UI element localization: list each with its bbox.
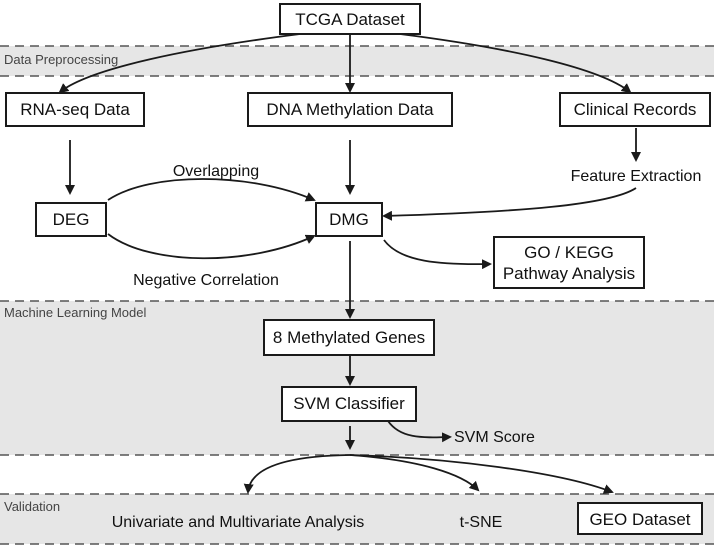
node-geo-dataset: GEO Dataset bbox=[577, 502, 703, 535]
dmg-label: DMG bbox=[329, 210, 369, 229]
node-rnaseq-data: RNA-seq Data bbox=[5, 92, 145, 127]
go-kegg-label-line1: GO / KEGG bbox=[524, 243, 614, 262]
node-dna-methylation-data: DNA Methylation Data bbox=[247, 92, 453, 127]
node-svm-classifier: SVM Classifier bbox=[281, 386, 417, 422]
edge-tcga-to-clinical bbox=[399, 33, 632, 94]
preprocessing-section-label: Data Preprocessing bbox=[4, 52, 118, 67]
deg-label: DEG bbox=[53, 210, 90, 229]
node-clinical-records: Clinical Records bbox=[559, 92, 711, 127]
edges bbox=[58, 33, 641, 494]
edge-svm-to-svm-score bbox=[387, 420, 452, 443]
node-go-kegg-pathway-analysis: GO / KEGG Pathway Analysis bbox=[493, 236, 645, 289]
deg-box bbox=[35, 202, 107, 237]
methylated-genes-label: 8 Methylated Genes bbox=[273, 328, 425, 347]
dna-methylation-data-box bbox=[247, 92, 453, 127]
edge-validation-to-tsne bbox=[349, 454, 480, 492]
rnaseq-data-box bbox=[5, 92, 145, 127]
rnaseq-data-label: RNA-seq Data bbox=[20, 100, 130, 119]
methylated-genes-box bbox=[263, 319, 435, 356]
geo-dataset-box bbox=[577, 502, 703, 535]
edge-validation-to-univariate bbox=[243, 454, 351, 494]
edge-dmg-to-go-kegg bbox=[383, 239, 492, 270]
tcga-dataset-box bbox=[279, 3, 421, 35]
validation-section-label: Validation bbox=[4, 499, 60, 514]
geo-dataset-label: GEO Dataset bbox=[589, 510, 690, 529]
edge-validation-to-geo bbox=[349, 454, 614, 494]
svm-classifier-label: SVM Classifier bbox=[293, 394, 405, 413]
clinical-records-box bbox=[559, 92, 711, 127]
edge-deg-to-dmg-overlapping bbox=[107, 178, 316, 202]
univariate-multivariate-analysis-label: Univariate and Multivariate Analysis bbox=[112, 514, 365, 531]
section-data-preprocessing: Data Preprocessing bbox=[0, 45, 714, 77]
clinical-records-label: Clinical Records bbox=[574, 100, 697, 119]
negative-correlation-edge-label: Negative Correlation bbox=[133, 272, 279, 289]
node-deg: DEG bbox=[35, 202, 107, 237]
node-dmg: DMG bbox=[315, 202, 383, 237]
svm-classifier-box bbox=[281, 386, 417, 422]
edge-deg-to-dmg-negative-correlation bbox=[107, 233, 316, 260]
edge-feature-extraction-to-dmg bbox=[382, 187, 637, 221]
tcga-dataset-label: TCGA Dataset bbox=[295, 10, 405, 29]
dmg-box bbox=[315, 202, 383, 237]
go-kegg-label-line2: Pathway Analysis bbox=[503, 264, 635, 283]
feature-extraction-label: Feature Extraction bbox=[571, 168, 702, 185]
node-tcga-dataset: TCGA Dataset bbox=[279, 3, 421, 35]
dna-methylation-data-label: DNA Methylation Data bbox=[266, 100, 434, 119]
overlapping-edge-label: Overlapping bbox=[173, 163, 259, 180]
tsne-label: t-SNE bbox=[460, 514, 503, 531]
node-8-methylated-genes: 8 Methylated Genes bbox=[263, 319, 435, 356]
edge-tcga-to-rnaseq bbox=[58, 33, 301, 94]
go-kegg-box bbox=[493, 236, 645, 289]
preprocessing-band bbox=[0, 46, 714, 76]
svm-score-label: SVM Score bbox=[454, 429, 535, 446]
ml-section-label: Machine Learning Model bbox=[4, 305, 146, 320]
